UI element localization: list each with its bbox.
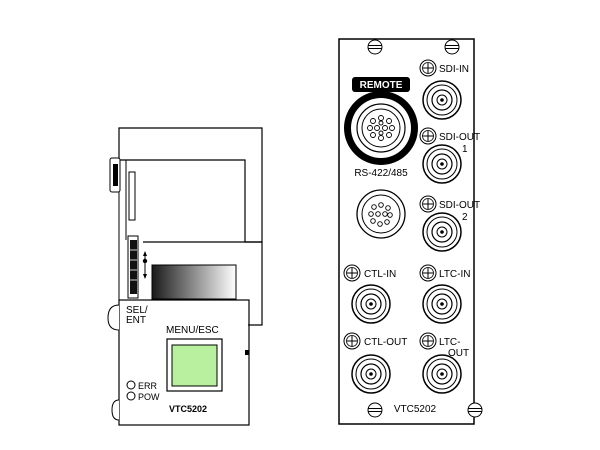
sdi-out1-plus-icon: [419, 127, 437, 145]
rear-panel: REMOTE RS-422/485: [338, 38, 483, 425]
ctl-out-plus-icon: [343, 332, 361, 350]
ltc-out-plus-icon: [419, 332, 437, 350]
thumbwheel[interactable]: [130, 240, 137, 294]
top-left-screw-icon: [367, 39, 383, 55]
sdi-in-label: SDI-IN: [439, 64, 469, 75]
sdi-out2-number: 2: [462, 212, 468, 223]
err-led: [126, 380, 136, 390]
bottom-left-screw-icon: [367, 402, 383, 418]
ltc-out-label-2: OUT: [448, 348, 469, 359]
front-module: SEL/ ENT MENU/ESC ERR POW VTC5202: [107, 127, 263, 426]
sel-ent-label-1: SEL/: [126, 305, 148, 316]
rs-422-485-label: RS-422/485: [354, 168, 408, 179]
ltc-in-label: LTC-IN: [439, 269, 470, 280]
err-label: ERR: [138, 381, 158, 391]
sel-ent-label-2: ENT: [126, 315, 146, 326]
rear-model-label: VTC5202: [394, 404, 437, 415]
remote-label: REMOTE: [360, 80, 403, 91]
menu-esc-label: MENU/ESC: [166, 325, 219, 336]
lcd-display: [151, 264, 237, 300]
sdi-out1-number: 1: [462, 144, 468, 155]
ctl-in-connector[interactable]: [351, 284, 391, 324]
ltc-in-plus-icon: [419, 264, 437, 282]
sdi-in-plus-icon: [419, 59, 437, 77]
sel-ent-button[interactable]: [107, 304, 120, 331]
sdi-out2-plus-icon: [419, 195, 437, 213]
pow-label: POW: [138, 392, 160, 402]
ltc-out-label-1: LTC-: [439, 337, 460, 348]
sdi-out2-label: SDI-OUT: [439, 200, 480, 211]
ltc-in-connector[interactable]: [422, 284, 462, 324]
sdi-out2-connector[interactable]: [422, 212, 462, 252]
menu-esc-button[interactable]: [171, 344, 218, 387]
sdi-out1-connector[interactable]: [422, 144, 462, 184]
pow-led: [126, 391, 136, 401]
indicator-dot: [142, 258, 148, 264]
bottom-right-screw-icon: [467, 402, 483, 418]
remote-connector[interactable]: [344, 91, 418, 165]
ctl-in-label: CTL-IN: [364, 269, 396, 280]
front-model-label: VTC5202: [169, 404, 207, 414]
ltc-out-connector[interactable]: [422, 354, 462, 394]
sdi-in-connector[interactable]: [422, 80, 462, 120]
ctl-in-plus-icon: [343, 264, 361, 282]
sdi-out1-label: SDI-OUT: [439, 132, 480, 143]
down-arrow-icon: [143, 264, 147, 279]
top-right-screw-icon: [444, 39, 460, 55]
ctl-out-label: CTL-OUT: [364, 337, 407, 348]
ctl-out-connector[interactable]: [351, 354, 391, 394]
rs-422-connector-2[interactable]: [356, 189, 406, 239]
